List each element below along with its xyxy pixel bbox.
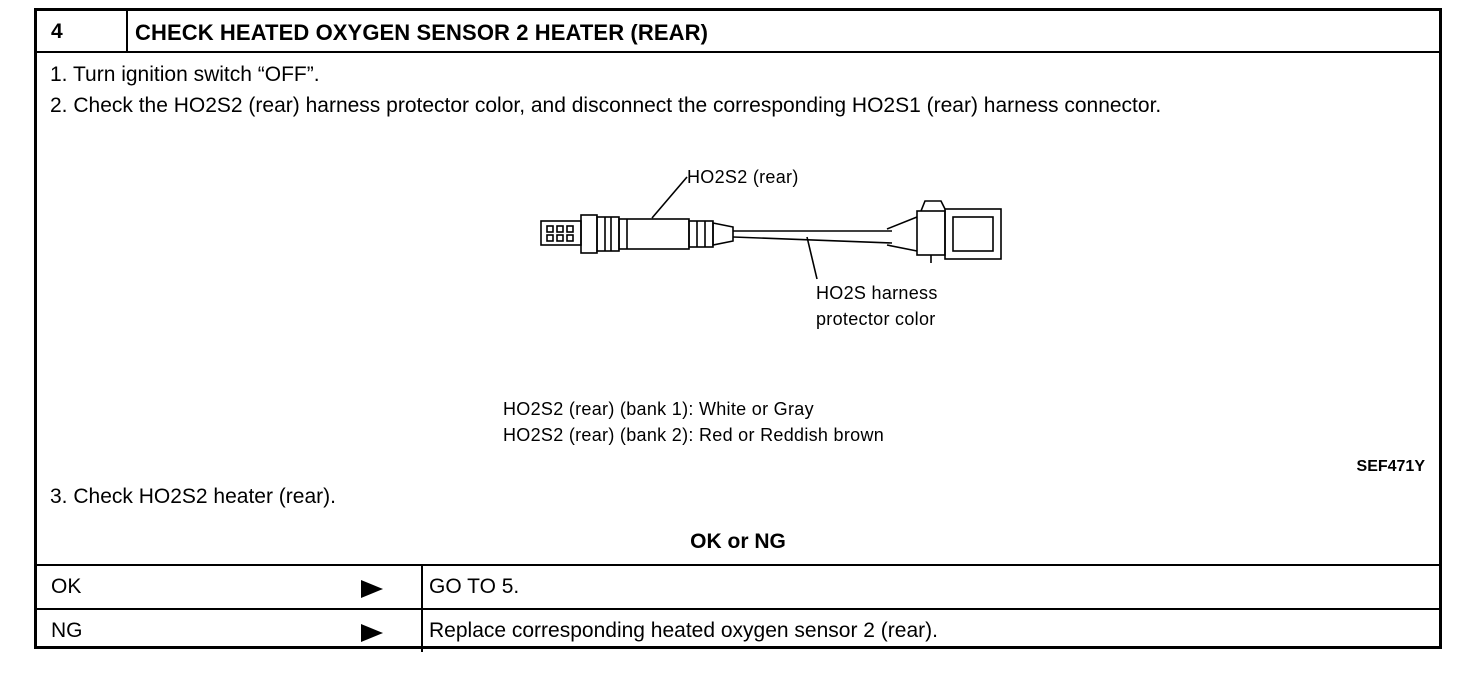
instruction-step-1: 1. Turn ignition switch “OFF”. — [50, 63, 320, 86]
arrow-right-icon — [361, 624, 383, 642]
sensor-label: HO2S2 (rear) — [687, 167, 799, 187]
result-row-ng: NG Replace corresponding heated oxygen s… — [37, 608, 1439, 652]
instruction-step-3: 3. Check HO2S2 heater (rear). — [50, 485, 336, 508]
arrow-right-icon — [361, 580, 383, 598]
result-row-ok: OK GO TO 5. — [37, 564, 1439, 608]
procedure-title: CHECK HEATED OXYGEN SENSOR 2 HEATER (REA… — [135, 20, 708, 45]
instruction-step-2: 2. Check the HO2S2 (rear) harness protec… — [50, 94, 1162, 117]
bank1-note: HO2S2 (rear) (bank 1): White or Gray — [503, 399, 814, 419]
procedure-sheet: 4 CHECK HEATED OXYGEN SENSOR 2 HEATER (R… — [34, 8, 1442, 652]
result-action-ok: GO TO 5. — [429, 575, 520, 598]
bank2-note: HO2S2 (rear) (bank 2): Red or Reddish br… — [503, 425, 885, 445]
result-action-ng: Replace corresponding heated oxygen sens… — [429, 619, 938, 642]
result-label-ng: NG — [51, 619, 83, 642]
harness-label-line1: HO2S harness — [816, 283, 938, 303]
column-divider — [421, 610, 423, 652]
step-number: 4 — [37, 11, 128, 51]
harness-label-line2: protector color — [816, 309, 936, 329]
oxygen-sensor-diagram — [540, 176, 1002, 280]
sensor-figure: HO2S2 (rear) HO2S harness protector colo… — [497, 151, 1017, 451]
decision-title: OK or NG — [690, 530, 786, 553]
column-divider — [421, 566, 423, 608]
procedure-header: 4 CHECK HEATED OXYGEN SENSOR 2 HEATER (R… — [37, 11, 1439, 53]
figure-reference: SEF471Y — [1356, 458, 1425, 475]
harness-label-leader — [806, 236, 818, 280]
result-label-ok: OK — [51, 575, 82, 598]
sensor-label-leader — [651, 176, 688, 219]
